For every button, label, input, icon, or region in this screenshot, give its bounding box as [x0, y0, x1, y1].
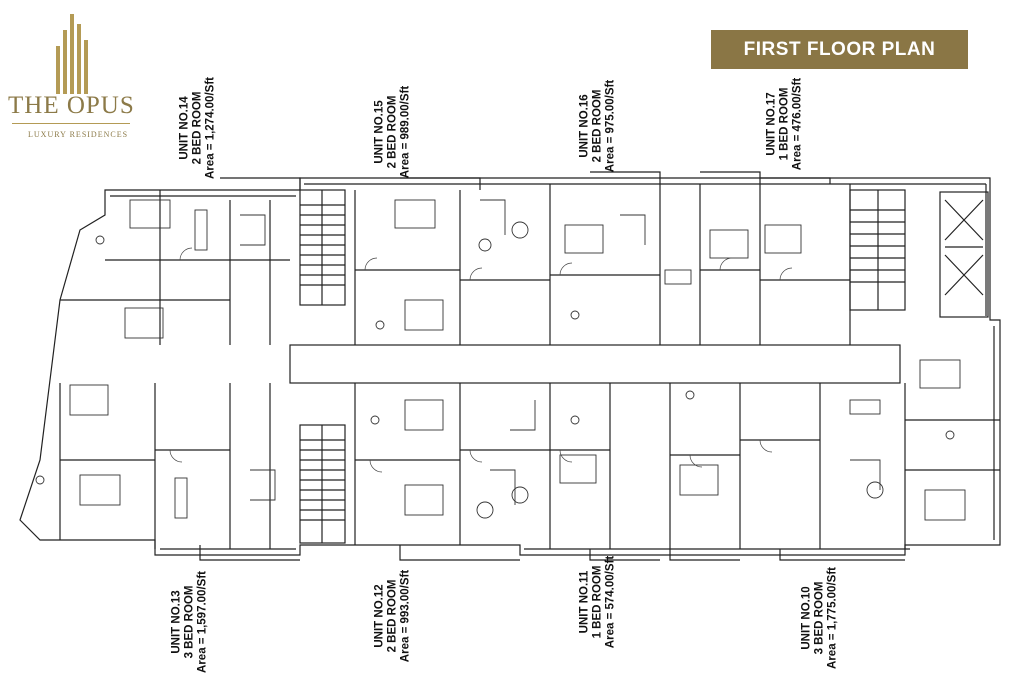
- page-title: FIRST FLOOR PLAN: [711, 30, 968, 69]
- central-corridor: [289, 344, 901, 384]
- lift-shaft: [939, 191, 989, 318]
- building-outline: [19, 177, 1001, 556]
- door-swings: [169, 247, 793, 473]
- brand-name: THE OPUS: [8, 92, 135, 119]
- brand-tagline: LUXURY RESIDENCES: [28, 130, 129, 139]
- furniture: [35, 199, 966, 521]
- logo-bars-icon: [50, 14, 90, 94]
- logo-divider: [12, 123, 130, 124]
- staircase-left: [299, 189, 346, 544]
- logo: THE OPUS LUXURY RESIDENCES: [0, 10, 140, 139]
- staircase-right: [849, 189, 906, 311]
